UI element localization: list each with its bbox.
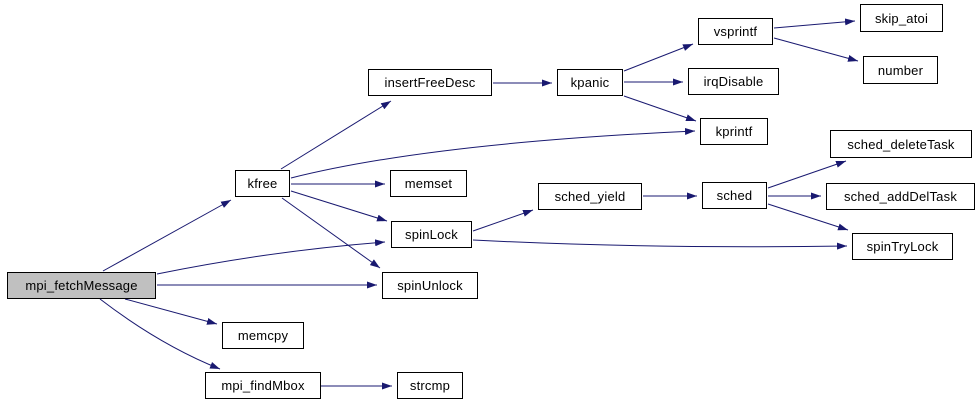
- node-sched_addDelTask[interactable]: sched_addDelTask: [826, 183, 975, 210]
- node-spinUnlock[interactable]: spinUnlock: [382, 272, 478, 299]
- edge-kfree-spinUnlock: [281, 197, 381, 269]
- edge-sched-sched_deleteTask: [767, 160, 847, 189]
- node-vsprintf[interactable]: vsprintf: [698, 18, 773, 45]
- node-kfree[interactable]: kfree: [235, 170, 290, 197]
- node-kprintf[interactable]: kprintf: [700, 118, 768, 145]
- edge-kfree-insertFreeDesc: [280, 100, 392, 170]
- node-spinTryLock[interactable]: spinTryLock: [852, 233, 953, 260]
- edge-spinLock-spinTryLock: [472, 239, 848, 250]
- node-skip_atoi[interactable]: skip_atoi: [860, 4, 943, 32]
- node-sched[interactable]: sched: [702, 182, 767, 209]
- node-mpi_findMbox[interactable]: mpi_findMbox: [205, 372, 321, 399]
- node-mpi_fetchMessage: mpi_fetchMessage: [7, 272, 156, 299]
- edge-kpanic-vsprintf: [623, 43, 694, 72]
- node-spinLock[interactable]: spinLock: [391, 221, 472, 248]
- edge-kpanic-kprintf: [623, 95, 697, 122]
- node-irqDisable[interactable]: irqDisable: [688, 68, 779, 95]
- edge-mpi_fetchMessage-kfree: [102, 199, 232, 272]
- edge-mpi_fetchMessage-mpi_findMbox: [99, 298, 221, 370]
- edge-kfree-spinLock: [290, 190, 388, 222]
- edge-sched-spinTryLock: [767, 203, 849, 231]
- edge-vsprintf-number: [773, 37, 859, 62]
- node-kpanic[interactable]: kpanic: [557, 69, 623, 96]
- node-memcpy[interactable]: memcpy: [222, 322, 304, 349]
- edge-mpi_fetchMessage-memcpy: [124, 298, 218, 325]
- edge-kfree-kprintf: [290, 127, 696, 179]
- edge-spinLock-sched_yield: [472, 209, 534, 232]
- node-number[interactable]: number: [863, 56, 938, 84]
- node-memset[interactable]: memset: [390, 170, 467, 197]
- edge-vsprintf-skip_atoi: [773, 18, 856, 29]
- node-sched_deleteTask[interactable]: sched_deleteTask: [830, 130, 972, 158]
- node-strcmp[interactable]: strcmp: [397, 372, 463, 399]
- node-sched_yield[interactable]: sched_yield: [538, 183, 642, 210]
- edge-mpi_fetchMessage-spinLock: [156, 239, 386, 275]
- node-insertFreeDesc[interactable]: insertFreeDesc: [368, 69, 492, 96]
